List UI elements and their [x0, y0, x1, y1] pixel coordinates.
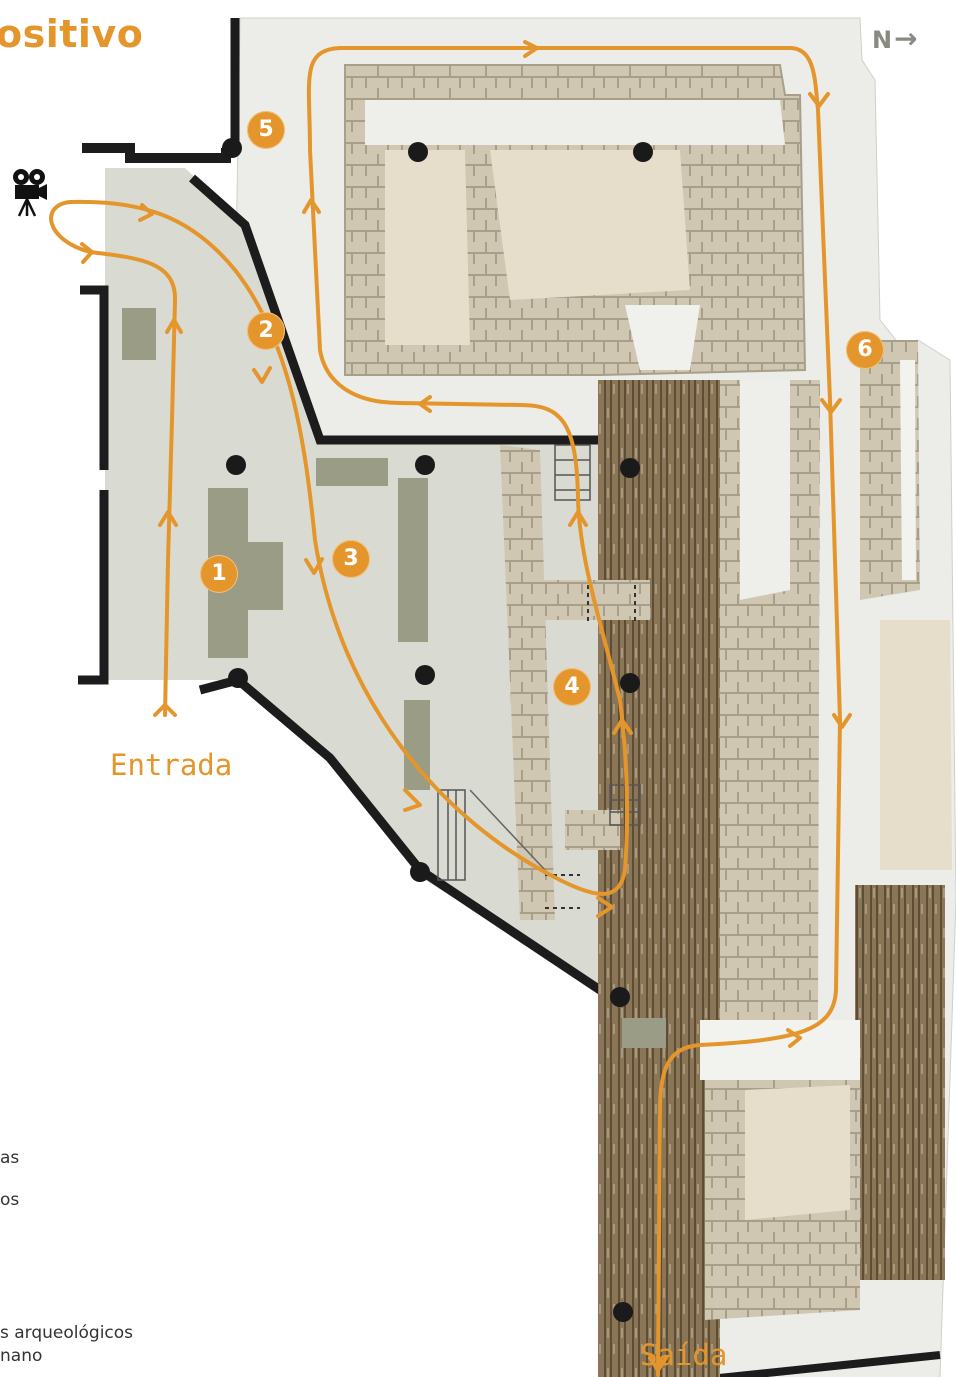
- route-arrow: [158, 510, 178, 527]
- light-floor: [740, 380, 790, 600]
- stop-marker-2: 2: [247, 312, 285, 350]
- entrance-label: Entrada: [110, 748, 233, 782]
- column: [228, 668, 248, 688]
- route-arrow: [523, 40, 539, 58]
- light-floor: [900, 360, 916, 580]
- light-floor: [700, 1020, 860, 1080]
- dashed-line: [545, 585, 636, 909]
- route-arrow: [138, 203, 154, 222]
- route-arrow: [80, 242, 94, 264]
- route-arrow: [612, 718, 633, 735]
- exhibit-panel: [622, 1018, 666, 1048]
- column: [620, 673, 640, 693]
- sand-room: [745, 1085, 850, 1220]
- column: [410, 862, 430, 882]
- stone-section: [500, 445, 555, 920]
- north-indicator: N→: [872, 22, 918, 55]
- column: [620, 458, 640, 478]
- column: [633, 142, 653, 162]
- column: [415, 455, 435, 475]
- column: [610, 987, 630, 1007]
- column-markers: [222, 138, 653, 1322]
- column: [226, 455, 246, 475]
- stop-marker-1: 1: [200, 555, 238, 593]
- stop-marker-3: 3: [332, 540, 370, 578]
- column: [613, 1302, 633, 1322]
- route-arrow: [403, 788, 422, 812]
- staircase: [609, 784, 641, 826]
- column: [415, 665, 435, 685]
- route-arrow: [820, 398, 842, 414]
- north-label: N: [872, 26, 893, 54]
- stop-marker-5: 5: [247, 111, 285, 149]
- column: [408, 142, 428, 162]
- wooden-walkway: [598, 380, 658, 1377]
- legend-item: as: [0, 1148, 20, 1168]
- route-arrow: [165, 318, 183, 334]
- route-arrow: [648, 1356, 668, 1372]
- light-floor: [625, 305, 700, 370]
- wall: [78, 285, 109, 685]
- exhibit-panel: [122, 308, 156, 360]
- legend-item: os: [0, 1190, 20, 1210]
- route-arrow: [786, 1028, 802, 1048]
- route-arrow: [418, 395, 432, 413]
- route-arrow: [832, 713, 852, 729]
- main-hall-floor: [105, 168, 650, 1000]
- exhibit-panel: [208, 488, 283, 658]
- stop-marker-4: 4: [553, 668, 591, 706]
- sand-room: [490, 150, 690, 300]
- column: [222, 138, 242, 158]
- guide-line: [469, 789, 546, 871]
- light-floor: [365, 100, 785, 145]
- legend-item: nano: [0, 1346, 43, 1366]
- route-arrow: [302, 198, 321, 214]
- video-camera-icon: [10, 168, 50, 218]
- sand-room: [385, 150, 470, 345]
- stop-marker-6: 6: [846, 331, 884, 369]
- stone-section: [565, 810, 620, 850]
- staircase: [437, 789, 466, 881]
- exit-label: Saída: [640, 1338, 728, 1372]
- visitor-route: [49, 40, 852, 1377]
- route-arrow: [304, 557, 324, 575]
- sand-room: [880, 620, 952, 870]
- route-arrow: [596, 896, 614, 918]
- route-arrow: [252, 366, 272, 384]
- route-arrow: [153, 703, 177, 717]
- wall: [82, 143, 231, 163]
- wooden-walkway: [855, 885, 945, 1280]
- page-title: ositivo: [0, 12, 144, 56]
- exhibit-panel: [398, 478, 428, 642]
- route-arrow: [568, 510, 588, 527]
- wall: [699, 1351, 941, 1377]
- route-path: [49, 46, 842, 1377]
- exhibit-panel: [316, 458, 388, 486]
- legend-item: s arqueológicos: [0, 1323, 134, 1343]
- route-arrow: [808, 92, 830, 108]
- staircase: [554, 444, 591, 501]
- north-arrow-icon: →: [894, 22, 918, 55]
